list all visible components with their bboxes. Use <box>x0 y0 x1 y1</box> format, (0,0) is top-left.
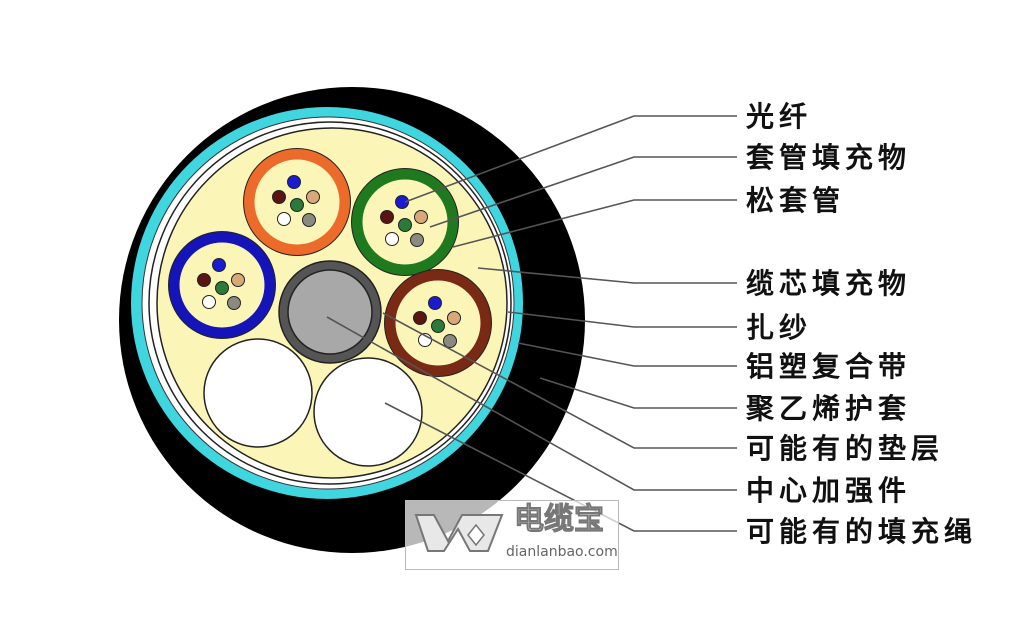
loose-tube-outline <box>384 269 492 377</box>
leader-lines-group <box>326 115 737 532</box>
optical-fiber <box>227 296 241 310</box>
label-0: 光纤 <box>745 100 812 133</box>
optical-fiber <box>272 190 286 204</box>
label-3: 缆芯填充物 <box>746 267 911 300</box>
label-9: 可能有的填充绳 <box>746 515 977 548</box>
watermark-brand-cn: 电缆宝 <box>514 502 605 537</box>
labels-group: 光纤套管填充物松套管缆芯填充物扎纱铝塑复合带聚乙烯护套可能有的垫层中心加强件可能… <box>745 100 977 548</box>
optical-fiber <box>447 311 461 325</box>
leader-line <box>477 267 737 284</box>
optical-fiber <box>398 218 412 232</box>
optical-fiber <box>290 198 304 212</box>
loose-tube-outline <box>351 168 459 276</box>
leader-line <box>517 342 737 367</box>
watermark-brand-url: dianlanbao.com <box>506 544 618 560</box>
filler-rope <box>313 357 423 467</box>
leader-line <box>429 156 737 228</box>
label-8: 中心加强件 <box>746 474 911 507</box>
optical-fiber <box>410 233 424 247</box>
watermark: 电缆宝 dianlanbao.com <box>405 500 619 570</box>
label-7: 可能有的垫层 <box>746 432 944 465</box>
leader-line <box>384 402 737 532</box>
optical-fiber <box>215 281 229 295</box>
watermark-logo-icon <box>414 514 504 552</box>
loose-tube-outline <box>168 231 276 339</box>
optical-fiber <box>202 295 216 309</box>
label-1: 套管填充物 <box>746 141 911 174</box>
optical-fiber <box>302 213 316 227</box>
optical-fiber <box>380 210 394 224</box>
label-6: 聚乙烯护套 <box>745 392 911 425</box>
label-4: 扎纱 <box>746 311 812 344</box>
loose-tubes-group <box>168 148 492 467</box>
optical-fiber <box>413 311 427 325</box>
optical-fiber <box>385 232 399 246</box>
optical-fiber <box>287 175 301 189</box>
optical-fiber <box>212 258 226 272</box>
loose-tube-outline <box>243 148 351 256</box>
label-5: 铝塑复合带 <box>746 350 911 383</box>
leader-line <box>452 199 737 248</box>
optical-fiber <box>395 195 409 209</box>
central-strength-member <box>287 269 373 355</box>
leader-line <box>382 312 737 449</box>
leader-line <box>507 311 737 328</box>
filler-rope <box>203 338 313 448</box>
optical-fiber <box>428 296 442 310</box>
optical-fiber <box>231 273 245 287</box>
optical-fiber <box>443 334 457 348</box>
optical-fiber <box>306 190 320 204</box>
optical-fiber <box>431 319 445 333</box>
leader-line <box>404 115 737 203</box>
label-2: 松套管 <box>746 184 845 217</box>
leader-line <box>326 316 737 491</box>
leader-line <box>539 377 737 409</box>
optical-fiber <box>197 273 211 287</box>
optical-fiber <box>414 210 428 224</box>
optical-fiber <box>277 212 291 226</box>
